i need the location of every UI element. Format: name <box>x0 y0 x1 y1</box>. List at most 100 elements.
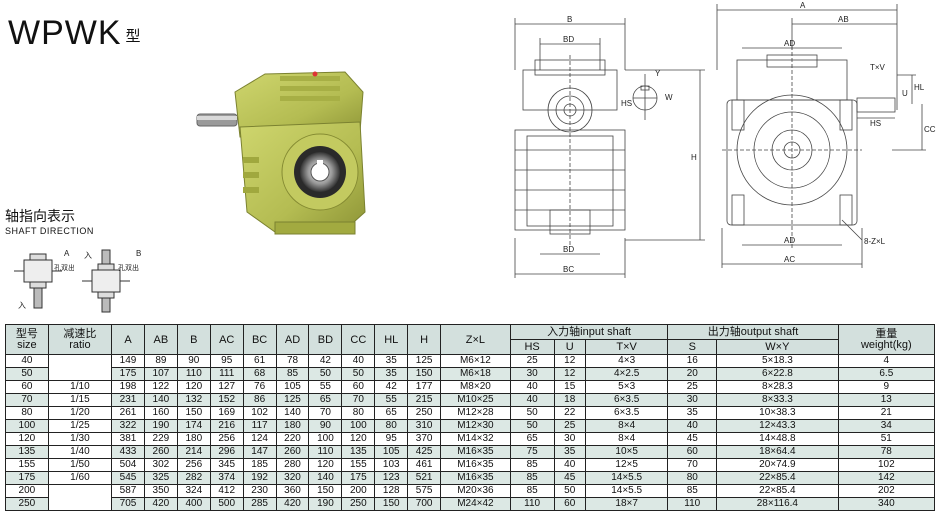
table-cell: 40 <box>667 419 718 433</box>
table-cell: 12 <box>553 367 586 381</box>
table-cell: 70 <box>5 393 49 407</box>
table-cell: M6×18 <box>440 367 511 381</box>
table-cell: 18 <box>553 393 586 407</box>
table-cell: 22 <box>553 406 586 420</box>
table-cell: 76 <box>242 380 277 394</box>
table-cell-ratio: 1/50 <box>47 458 113 472</box>
table-cell: M6×12 <box>440 354 511 368</box>
table-cell-ratio: 1/15 <box>47 393 113 407</box>
table-cell: 35 <box>553 445 586 459</box>
table-cell: 135 <box>5 445 49 459</box>
table-cell: 102 <box>837 458 936 472</box>
table-cell-ratio: 1/60 <box>47 471 113 485</box>
shaft-direction-cn: 轴指向表示 <box>5 208 75 224</box>
table-cell: 322 <box>111 419 145 433</box>
table-cell: 320 <box>275 471 310 485</box>
header-b: B <box>176 324 211 355</box>
table-cell: 190 <box>308 497 343 511</box>
table-cell: 12 <box>553 354 586 368</box>
shaft-direction-en: SHAFT DIRECTION <box>5 226 94 236</box>
table-cell: 50 <box>509 406 555 420</box>
header-weight: 重量 weight(kg) <box>837 324 936 355</box>
table-cell: 45 <box>553 471 586 485</box>
table-cell: 70 <box>308 406 343 420</box>
table-cell: 15 <box>553 380 586 394</box>
table-cell: 280 <box>275 458 310 472</box>
table-cell: 35 <box>667 406 718 420</box>
table-cell: 86 <box>242 393 277 407</box>
dir-a-corner-label: A <box>64 249 70 258</box>
shaft-direction-heading: 轴指向表示 SHAFT DIRECTION <box>5 206 94 236</box>
table-cell: 13 <box>837 393 936 407</box>
table-cell: 85 <box>509 471 555 485</box>
table-cell: 90 <box>176 354 211 368</box>
table-cell: M16×35 <box>440 445 511 459</box>
table-cell: 80 <box>341 406 376 420</box>
front-label-y: Y <box>655 69 661 78</box>
side-label-ad2: AD <box>784 236 795 245</box>
table-cell: 75 <box>509 445 555 459</box>
table-cell: 350 <box>143 484 178 498</box>
table-cell: M10×25 <box>440 393 511 407</box>
model-name: WPWK <box>8 14 122 52</box>
table-cell: 78 <box>275 354 310 368</box>
table-cell: 68 <box>242 367 277 381</box>
table-cell: 95 <box>209 354 244 368</box>
table-cell: 575 <box>407 484 442 498</box>
table-cell: 14×48.8 <box>716 432 839 446</box>
table-cell: 120 <box>308 458 343 472</box>
table-cell: 8×28.3 <box>716 380 839 394</box>
table-cell: 214 <box>176 445 211 459</box>
table-cell: 155 <box>5 458 49 472</box>
front-label-b: B <box>567 15 572 24</box>
table-cell: 110 <box>509 497 555 511</box>
front-view-drawing: B BD BD BC Y W HS H <box>514 15 705 278</box>
table-cell: 345 <box>209 458 244 472</box>
table-cell: 105 <box>374 445 409 459</box>
table-cell: 325 <box>143 471 178 485</box>
table-cell: 5×3 <box>584 380 669 394</box>
table-cell: 90 <box>308 419 343 433</box>
header-bd: BD <box>308 324 343 355</box>
table-cell: 302 <box>143 458 178 472</box>
table-cell: 25 <box>667 380 718 394</box>
header-hs: HS <box>509 339 555 355</box>
table-cell: 95 <box>374 432 409 446</box>
table-cell: 100 <box>341 419 376 433</box>
table-cell: 85 <box>509 484 555 498</box>
table-cell: 50 <box>509 419 555 433</box>
front-label-bd: BD <box>563 35 574 44</box>
table-cell: 324 <box>176 484 211 498</box>
table-cell: 250 <box>341 497 376 511</box>
table-cell: 21 <box>837 406 936 420</box>
table-cell: 40 <box>509 380 555 394</box>
table-cell: 50 <box>308 367 343 381</box>
dir-a-side-text: 孔双出 <box>54 263 74 272</box>
table-cell: 100 <box>308 432 343 446</box>
table-cell: 103 <box>374 458 409 472</box>
table-cell: 40 <box>509 393 555 407</box>
table-cell: 22×85.4 <box>716 471 839 485</box>
table-cell: 18×64.4 <box>716 445 839 459</box>
table-cell: 120 <box>341 432 376 446</box>
table-cell: 80 <box>5 406 49 420</box>
table-cell: 155 <box>341 458 376 472</box>
table-cell: 80 <box>667 471 718 485</box>
table-cell: 42 <box>374 380 409 394</box>
table-cell: 175 <box>5 471 49 485</box>
table-cell: M8×20 <box>440 380 511 394</box>
table-cell: 6×3.5 <box>584 406 669 420</box>
table-cell: 65 <box>308 393 343 407</box>
table-cell: 150 <box>407 367 442 381</box>
table-cell: 28×116.4 <box>716 497 839 511</box>
table-cell: 296 <box>209 445 244 459</box>
table-cell: 140 <box>308 471 343 485</box>
front-label-bd2: BD <box>563 245 574 254</box>
table-cell: 150 <box>176 406 211 420</box>
table-cell: 192 <box>242 471 277 485</box>
table-cell: 20×74.9 <box>716 458 839 472</box>
